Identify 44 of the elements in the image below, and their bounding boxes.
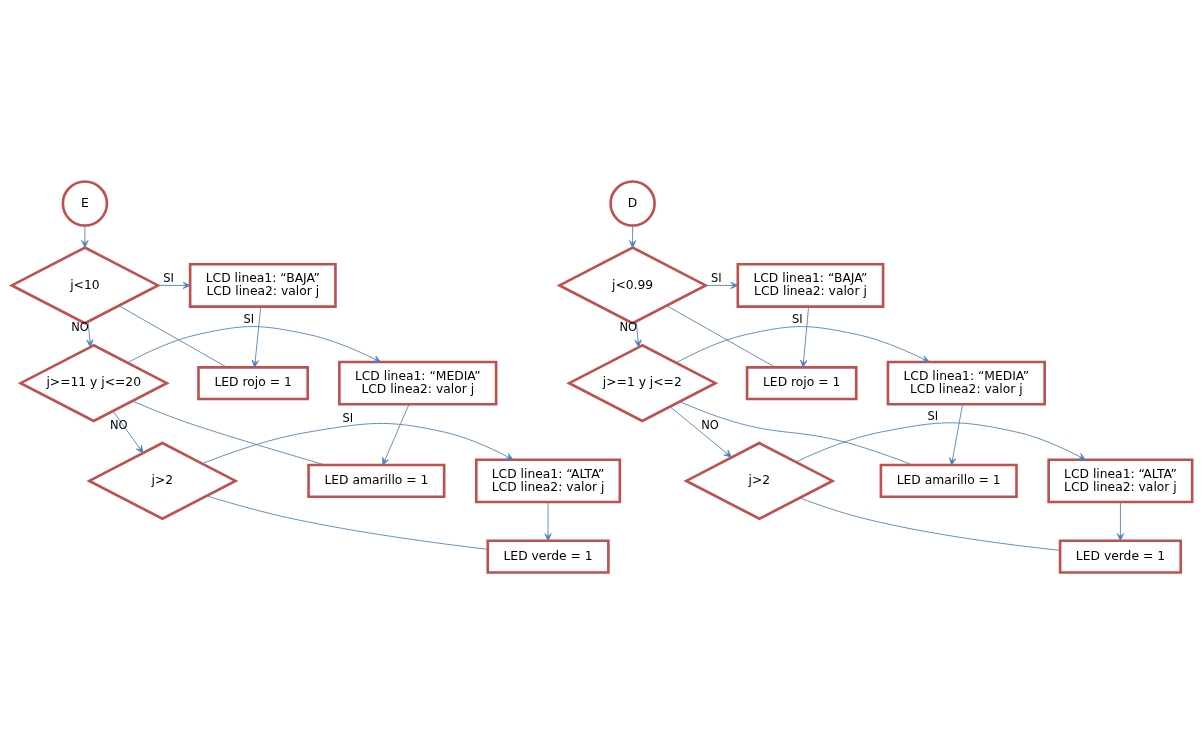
node-diamond: j>2 [683,441,836,520]
arrow [86,320,94,347]
node-box: LED amarillo = 1 [879,463,1018,498]
arrow [251,305,262,368]
edge-label: SI [243,311,255,326]
node-circle: D [609,179,656,227]
arrow [1116,501,1124,541]
node-box: LCD linea1: “ALTA” LCD linea2: valor j [475,457,622,503]
connector [799,497,1061,551]
arrow [800,305,810,368]
arrow [81,224,89,248]
node-box: LED amarillo = 1 [307,463,446,498]
node-box: LCD linea1: “MEDIA” LCD linea2: valor j [338,360,498,406]
edge-label: SI [163,270,174,285]
node-box: LED verde = 1 [1058,538,1183,574]
edge-label: SI [342,410,354,425]
arrow [157,281,191,289]
node-circle: E [61,179,109,227]
arrow [949,403,964,465]
connector [206,495,488,550]
node-box: LED rojo = 1 [197,365,309,400]
edge-label: SI [792,311,803,326]
edge-label: SI [711,270,722,285]
edge-label: SI [927,408,939,423]
arrow [544,501,552,541]
arrow [202,422,514,464]
node-box: LED verde = 1 [486,538,610,574]
connector [118,304,228,368]
connector [131,400,326,465]
arrow [112,410,144,453]
node-box: LED rojo = 1 [745,365,858,400]
connector [679,400,913,465]
node-box: LCD linea1: “MEDIA” LCD linea2: valor j [886,360,1046,406]
arrow [127,325,382,363]
arrow [629,224,637,248]
arrow [675,325,930,363]
connector [666,304,776,368]
arrow [382,403,410,465]
node-box: LCD linea1: “BAJA” LCD linea2: valor j [188,262,337,308]
arrow [705,281,739,289]
node-box: LCD linea1: “ALTA” LCD linea2: valor j [1047,457,1194,503]
arrow [669,405,732,458]
arrow [795,421,1086,462]
node-box: LCD linea1: “BAJA” LCD linea2: valor j [736,262,885,308]
